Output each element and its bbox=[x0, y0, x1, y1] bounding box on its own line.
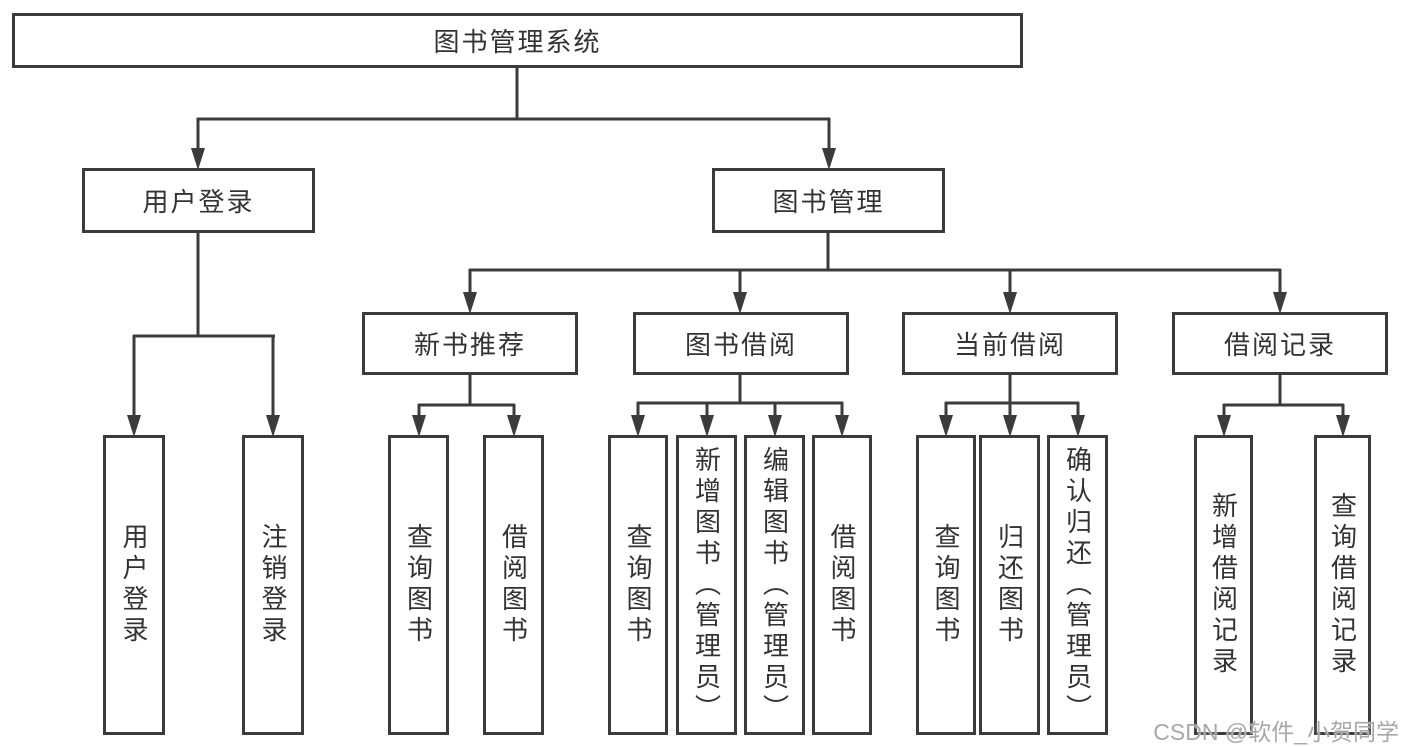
leaf-label: 借阅图书 bbox=[827, 523, 857, 647]
leaf-query-borrow-record: 查询借阅记录 bbox=[1314, 435, 1371, 735]
leaf-label: 查询图书 bbox=[931, 523, 961, 647]
node-borrowing-records: 借阅记录 bbox=[1172, 312, 1388, 375]
leaf-label: 新增借阅记录 bbox=[1208, 492, 1239, 678]
leaf-borrow-books: 借阅图书 bbox=[812, 435, 872, 735]
node-label: 图书管理系统 bbox=[433, 27, 602, 57]
leaf-edit-books-admin: 编辑图书（管理员） bbox=[744, 435, 805, 735]
leaf-return-books: 归还图书 bbox=[979, 435, 1040, 735]
leaf-label: 新增图书（管理员） bbox=[691, 445, 722, 725]
leaf-query-books: 查询图书 bbox=[388, 435, 449, 735]
leaf-label: 查询图书 bbox=[403, 523, 434, 647]
leaf-user-login: 用户登录 bbox=[103, 435, 165, 735]
leaf-label: 注销登录 bbox=[258, 523, 288, 647]
leaf-add-borrow-record: 新增借阅记录 bbox=[1194, 435, 1253, 735]
node-label: 借阅记录 bbox=[1223, 330, 1336, 360]
node-book-management: 图书管理 bbox=[712, 168, 945, 233]
leaf-label: 查询图书 bbox=[623, 523, 653, 647]
csdn-watermark: CSDN @软件_小贺同学 bbox=[1153, 719, 1399, 745]
node-label: 图书借阅 bbox=[684, 330, 797, 360]
leaf-label: 确认归还（管理员） bbox=[1062, 445, 1093, 725]
node-label: 图书管理 bbox=[772, 187, 885, 217]
node-label: 用户登录 bbox=[142, 187, 255, 217]
leaf-label: 借阅图书 bbox=[498, 523, 529, 647]
node-label: 新书推荐 bbox=[413, 330, 526, 360]
leaf-logout: 注销登录 bbox=[242, 435, 304, 735]
leaf-label: 查询借阅记录 bbox=[1327, 492, 1358, 678]
leaf-borrow-books: 借阅图书 bbox=[483, 435, 544, 735]
leaf-label: 用户登录 bbox=[119, 523, 149, 647]
leaf-confirm-return-admin: 确认归还（管理员） bbox=[1047, 435, 1108, 735]
node-current-borrowing: 当前借阅 bbox=[902, 312, 1118, 375]
node-root-system: 图书管理系统 bbox=[12, 13, 1023, 68]
node-user-login: 用户登录 bbox=[82, 168, 315, 233]
leaf-label: 编辑图书（管理员） bbox=[759, 445, 790, 725]
leaf-query-books: 查询图书 bbox=[608, 435, 668, 735]
node-label: 当前借阅 bbox=[953, 330, 1066, 360]
leaf-label: 归还图书 bbox=[994, 523, 1025, 647]
leaf-add-books-admin: 新增图书（管理员） bbox=[676, 435, 737, 735]
node-book-borrowing: 图书借阅 bbox=[633, 312, 849, 375]
leaf-query-books: 查询图书 bbox=[916, 435, 976, 735]
node-new-book-recommend: 新书推荐 bbox=[362, 312, 578, 375]
